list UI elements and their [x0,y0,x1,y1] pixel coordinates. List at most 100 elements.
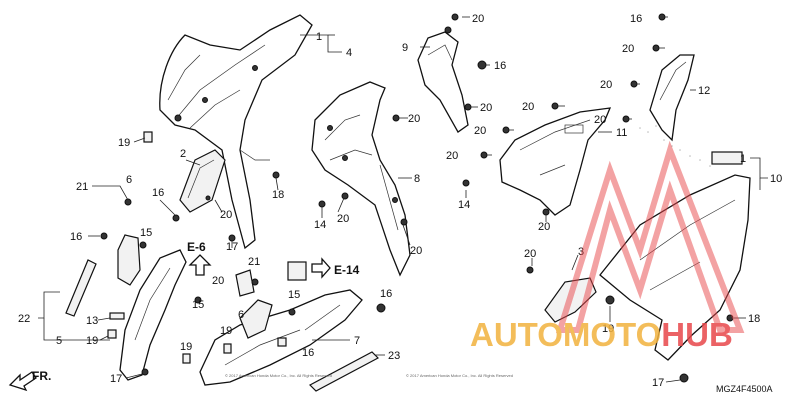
callout-18b: 18 [748,313,760,325]
ref-e14-label: E-14 [334,263,360,277]
callout-16b: 16 [70,231,82,243]
callout-14a: 14 [314,219,326,231]
air-duct-12-part [649,54,695,142]
ref-e6-label: E-6 [187,240,206,254]
callout-1a: 1 [316,31,322,43]
callout-20l: 20 [474,125,486,137]
callout-17a: 17 [226,241,238,253]
bolt-16b [172,214,180,222]
bolt-18a [272,171,280,179]
leader-lines [38,16,768,383]
callout-14b: 14 [458,199,470,211]
callout-7: 7 [354,335,360,347]
callout-20k: 20 [522,101,534,113]
clip-13 [109,312,125,320]
callout-18a: 18 [272,189,284,201]
bolt-16e [477,60,487,70]
callout-20a: 20 [220,209,232,221]
watermark-part1: AUTOMOTO [470,316,661,353]
callout-19b: 19 [86,335,98,347]
clip-16c [277,337,287,347]
callout-11: 11 [616,127,627,139]
callout-15c: 15 [288,289,300,301]
bolt-19e [605,295,615,305]
direction-label: FR. [32,369,51,383]
bolt-15c [288,308,296,316]
bolt-15b [194,296,202,304]
callout-16a: 16 [152,187,164,199]
watermark-triangle-icon [555,140,745,333]
callout-13: 13 [86,315,98,327]
clip-19d [223,343,232,354]
decal-1b [711,151,743,165]
inner-panel-part [179,149,226,213]
decal-strip-part [309,351,379,392]
callout-20m: 20 [538,221,550,233]
bolt-20k [551,102,559,110]
callout-21b: 21 [248,256,260,268]
callout-20i: 20 [600,79,612,91]
callout-10: 10 [770,173,782,185]
middle-panel-11-part [499,107,612,216]
diagram-code: MGZ4F4500A [716,384,773,394]
callout-15b: 15 [192,299,204,311]
callout-20d: 20 [410,245,422,257]
callout-20n: 20 [524,248,536,260]
callout-8: 8 [414,173,420,185]
bolt-17c [679,373,689,383]
callout-20e: 20 [212,275,224,287]
callout-16f: 16 [630,13,642,25]
bolt-20b [341,192,349,200]
bolt-20f [451,13,459,21]
callout-17c: 17 [652,377,664,389]
watermark-logo: AUTOMOTOHUB [470,140,745,353]
ref-e6-arrow: E-6 [187,240,212,276]
bolt-16a [100,232,108,240]
strip-part [65,259,97,317]
callout-6a: 6 [126,174,132,186]
bolt-14b [462,179,470,187]
callout-16d: 16 [380,288,392,300]
left-side-cowl-part [119,249,187,381]
bolt-17b [141,368,149,376]
callout-16e: 16 [494,60,506,72]
callout-23: 23 [388,350,400,362]
upper-cowl-part [159,14,313,250]
bolt-6a [124,198,132,206]
copyright-text: © 2017 American Honda Motor Co., Inc. Al… [225,373,332,378]
callout-21a: 21 [76,181,88,193]
ref-e14-arrow: E-14 [311,257,360,279]
bolt-21b [251,278,259,286]
watermark-part2: HUB [661,316,733,353]
callout-20c: 20 [408,113,420,125]
callout-1b: 1 [740,153,746,165]
side-fairing-part [311,81,411,277]
callout-19c: 19 [180,341,192,353]
callout-16c: 16 [302,347,314,359]
callout-17b: 17 [110,373,122,385]
callout-20b: 20 [337,213,349,225]
bolt-20m [542,208,550,216]
callout-5: 5 [56,335,62,347]
callout-12: 12 [698,85,710,97]
callout-3: 3 [578,246,584,258]
front-direction-indicator: FR. [8,369,51,392]
clip-19a [143,131,153,143]
callout-6b: 6 [238,309,244,321]
watermark-text: AUTOMOTOHUB [470,316,733,353]
callout-20g: 20 [480,102,492,114]
callout-15a: 15 [140,227,152,239]
clip-19c [182,353,191,364]
inner-panel-9-part [417,26,469,133]
bracket-left-part [117,234,141,286]
callout-22: 22 [18,313,30,325]
callout-19a: 19 [118,137,130,149]
bolt-15a [139,241,147,249]
clip-19b [107,329,117,339]
bolt-20c [400,218,408,226]
bolt-16d [376,303,386,313]
callout-2: 2 [180,148,186,160]
callout-9: 9 [402,42,408,54]
bolt-20n [526,266,534,274]
